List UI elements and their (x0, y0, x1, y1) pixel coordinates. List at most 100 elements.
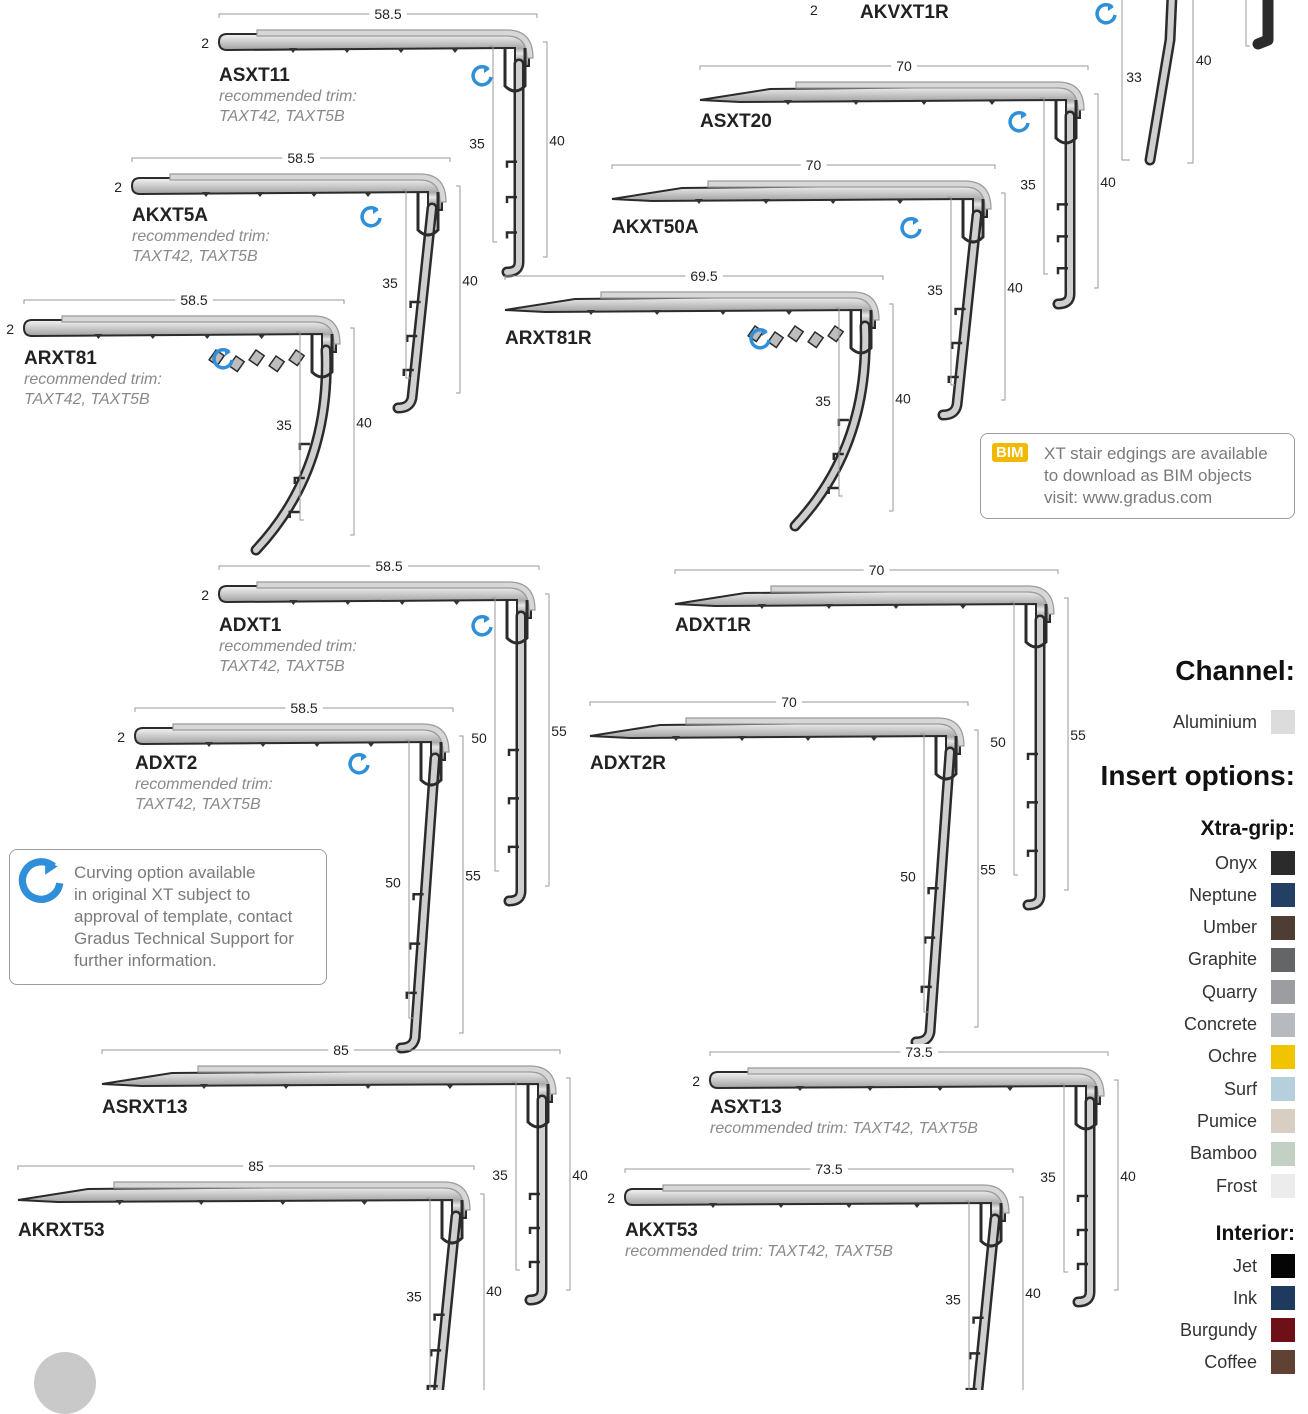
depth-dimension-line (426, 1197, 431, 1390)
leg-rib (1056, 203, 1068, 211)
depth-dimension-a: 35 (815, 393, 831, 409)
grip-insert (256, 581, 536, 611)
swatch-option-ochre[interactable]: Ochre (1207, 1044, 1295, 1069)
swatch-option-jet[interactable]: Jet (1233, 1254, 1295, 1278)
curving-line: in original XT subject to (74, 885, 251, 904)
bim-note-text[interactable]: XT stair edgings are available to downlo… (1044, 443, 1290, 509)
swatch-option-surf[interactable]: Surf (1223, 1077, 1295, 1102)
curving-option-icon (471, 614, 493, 637)
nose-dimension: 2 (692, 1073, 700, 1089)
swatch-option-concrete[interactable]: Concrete (1183, 1012, 1295, 1037)
leg-rib (293, 476, 305, 484)
swatch-label: Jet (1232, 1255, 1257, 1276)
width-dimension: 58.5 (180, 292, 207, 308)
underside-rib (203, 334, 212, 339)
curving-line: Gradus Technical Support for (74, 929, 294, 948)
grip-insert (685, 717, 965, 747)
retaining-clip (503, 48, 527, 93)
swatch-option-quarry[interactable]: Quarry (1202, 980, 1295, 1005)
depth-dimension-line (835, 307, 843, 497)
bim-link[interactable]: visit: www.gradus.com (1044, 488, 1213, 507)
depth-dimension-line (1064, 597, 1069, 891)
depth-dimension-b: 40 (572, 1167, 588, 1183)
leg-rib (1056, 235, 1068, 243)
underside-rib (896, 199, 904, 204)
underside-rib (587, 310, 595, 315)
insert-options-heading: Insert options: (1100, 760, 1295, 791)
underside-rib (709, 1203, 717, 1208)
swatch-ochre (1271, 1044, 1295, 1069)
support-fin (827, 324, 845, 343)
swatch-label: Ochre (1207, 1046, 1257, 1067)
depth-dimension-a: 35 (945, 1292, 961, 1308)
swatch-coffee (1271, 1350, 1295, 1374)
bim-line: to download as BIM objects (1044, 466, 1252, 485)
swatch-option-frost[interactable]: Frost (1216, 1174, 1295, 1198)
underside-rib (360, 1200, 369, 1205)
leg-rib (968, 1352, 981, 1360)
recommended-trim: recommended trim: (24, 371, 162, 388)
dimension-label-bg (685, 268, 723, 284)
support-fin (807, 330, 825, 349)
swatch-option-burgundy[interactable]: Burgundy (1180, 1318, 1295, 1342)
depth-dimension-b: 40 (1025, 1285, 1041, 1301)
underside-rib (289, 48, 297, 53)
swatch-label: Concrete (1183, 1014, 1257, 1034)
underside-rib (738, 736, 746, 741)
swatch-label: Neptune (1188, 884, 1257, 905)
swatch-option-coffee[interactable]: Coffee (1204, 1350, 1295, 1374)
swatch-label: Onyx (1214, 852, 1257, 873)
depth-dimension-line (296, 331, 304, 521)
underside-rib (762, 199, 770, 204)
depth-dimension-b: 40 (549, 133, 565, 149)
nose-dimension: 2 (810, 2, 818, 18)
swatch-label: Surf (1223, 1078, 1257, 1099)
retaining-clip (1074, 1086, 1098, 1131)
swatch-option-neptune[interactable]: Neptune (1188, 883, 1295, 908)
swatch-option-umber[interactable]: Umber (1203, 915, 1295, 940)
leg-rib (433, 1313, 445, 1321)
tread-body (589, 720, 961, 755)
depth-dimension-line (459, 735, 464, 1034)
swatch-option-ink[interactable]: Ink (1233, 1286, 1295, 1310)
width-dimension: 70 (869, 562, 885, 578)
curving-line: further information. (74, 951, 217, 970)
depth-dimension-line (1001, 192, 1006, 401)
underside-rib (256, 192, 264, 197)
underside-rib (115, 1200, 124, 1205)
leg-rib (505, 160, 517, 168)
channel-option[interactable]: Aluminium (1173, 710, 1295, 734)
recommended-trim: TAXT42, TAXT5B (132, 248, 258, 265)
underside-rib (825, 604, 833, 609)
swatch-option-graphite[interactable]: Graphite (1188, 947, 1295, 972)
underside-rib (257, 334, 266, 339)
grip-insert (747, 1067, 1105, 1097)
riser-leg-highlight (913, 749, 953, 1045)
leg-rib (505, 231, 517, 239)
retaining-clip (440, 1200, 464, 1245)
underside-rib (936, 1086, 944, 1091)
curving-option-icon (471, 64, 493, 87)
depth-dimension-b: 40 (895, 391, 911, 407)
leg-rib (507, 845, 519, 853)
swatch-label: Ink (1232, 1287, 1257, 1308)
leg-rib (408, 942, 421, 950)
riser-leg-highlight (1055, 113, 1073, 307)
depth-dimension-line (1114, 1079, 1119, 1291)
recommended-trim: TAXT42, TAXT5B (24, 391, 150, 408)
swatch-option-pumice[interactable]: Pumice (1197, 1109, 1295, 1134)
underside-rib (913, 1203, 921, 1208)
width-dimension: 70 (896, 58, 912, 74)
retaining-clip (310, 334, 334, 379)
swatch-option-onyx[interactable]: Onyx (1215, 851, 1295, 875)
product-code: AKRXT53 (18, 1220, 105, 1241)
swatch-option-bamboo[interactable]: Bamboo (1190, 1141, 1295, 1166)
riser-leg-highlight (506, 613, 524, 904)
nose-dimension: 2 (114, 179, 122, 195)
leg-rib (965, 1387, 977, 1390)
leg-rib (298, 442, 310, 450)
grip-insert (795, 81, 1085, 111)
swatch-aluminium (1271, 710, 1295, 734)
retaining-clip (1024, 604, 1048, 649)
leg-rib (405, 334, 418, 342)
